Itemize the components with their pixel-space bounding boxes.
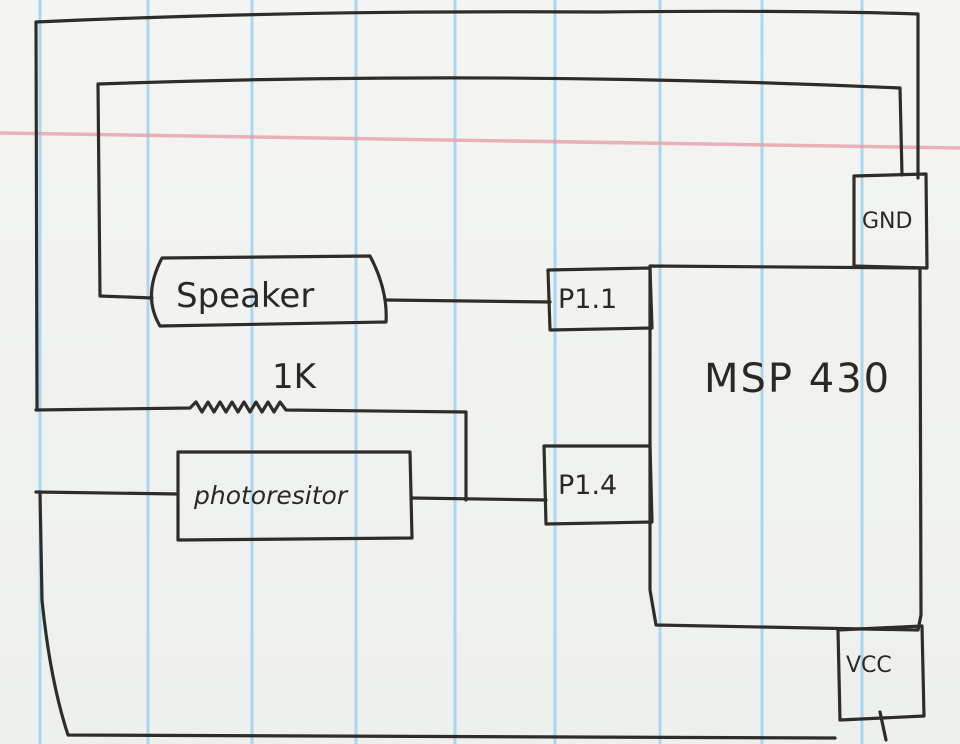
speaker-label: Speaker — [176, 276, 314, 316]
pin-p14-box — [542, 444, 654, 526]
pin-p14-label: P1.4 — [558, 470, 617, 501]
photoresistor-box — [176, 450, 414, 542]
resistor-1k-wire — [34, 400, 468, 502]
pin-p11-box — [546, 266, 654, 332]
resistor-label: 1K — [272, 357, 318, 397]
vcc-wire — [878, 710, 888, 742]
photoresistor-to-p14-wire — [410, 496, 548, 502]
msp430-body — [648, 264, 923, 632]
speaker-to-p11-wire — [384, 298, 552, 304]
vcc-label: VCC — [846, 653, 892, 678]
msp430-label: MSP 430 — [704, 356, 891, 402]
gnd-box — [852, 172, 929, 270]
gnd-loop-wire — [96, 76, 904, 300]
photoresistor-label: photoresitor — [193, 481, 349, 510]
speaker-box — [149, 254, 388, 328]
outer-wire — [34, 9, 920, 412]
vcc-box — [836, 624, 926, 722]
bottom-wire — [38, 490, 837, 740]
photoresistor-left-wire — [34, 490, 180, 496]
pin-p11-label: P1.1 — [558, 284, 617, 315]
gnd-label: GND — [862, 209, 912, 234]
